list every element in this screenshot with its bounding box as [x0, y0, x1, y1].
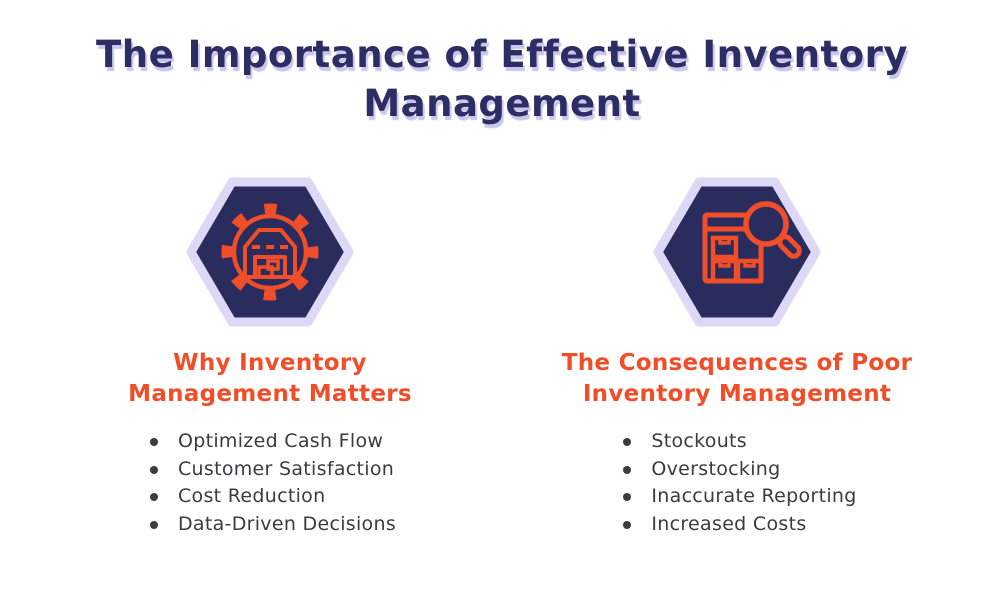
right-heading: The Consequences of Poor Inventory Manag…: [561, 350, 913, 407]
hexagon-badge-left: [40, 177, 500, 327]
list-item: Overstocking: [617, 456, 856, 484]
left-bullet-list: Optimized Cash Flow Customer Satisfactio…: [144, 428, 396, 538]
right-bullet-list: Stockouts Overstocking Inaccurate Report…: [617, 428, 856, 538]
list-item: Inaccurate Reporting: [617, 483, 856, 511]
inventory-search-icon: [653, 177, 821, 327]
page-title-text: The Importance of Effective Inventory Ma…: [96, 33, 908, 125]
column-why-matters: Why Inventory Management Matters Optimiz…: [40, 177, 500, 538]
list-item: Increased Costs: [617, 511, 856, 539]
list-item: Stockouts: [617, 428, 856, 456]
left-list-wrap: Optimized Cash Flow Customer Satisfactio…: [40, 428, 500, 538]
hexagon-badge-right: [504, 177, 970, 327]
page-title: The Importance of Effective Inventory Ma…: [0, 30, 1004, 128]
left-heading: Why Inventory Management Matters: [128, 350, 412, 407]
list-item: Optimized Cash Flow: [144, 428, 396, 456]
list-item: Customer Satisfaction: [144, 456, 396, 484]
list-item: Data-Driven Decisions: [144, 511, 396, 539]
column-consequences: The Consequences of Poor Inventory Manag…: [504, 177, 970, 538]
right-list-wrap: Stockouts Overstocking Inaccurate Report…: [504, 428, 970, 538]
warehouse-gear-icon: [186, 177, 354, 327]
list-item: Cost Reduction: [144, 483, 396, 511]
